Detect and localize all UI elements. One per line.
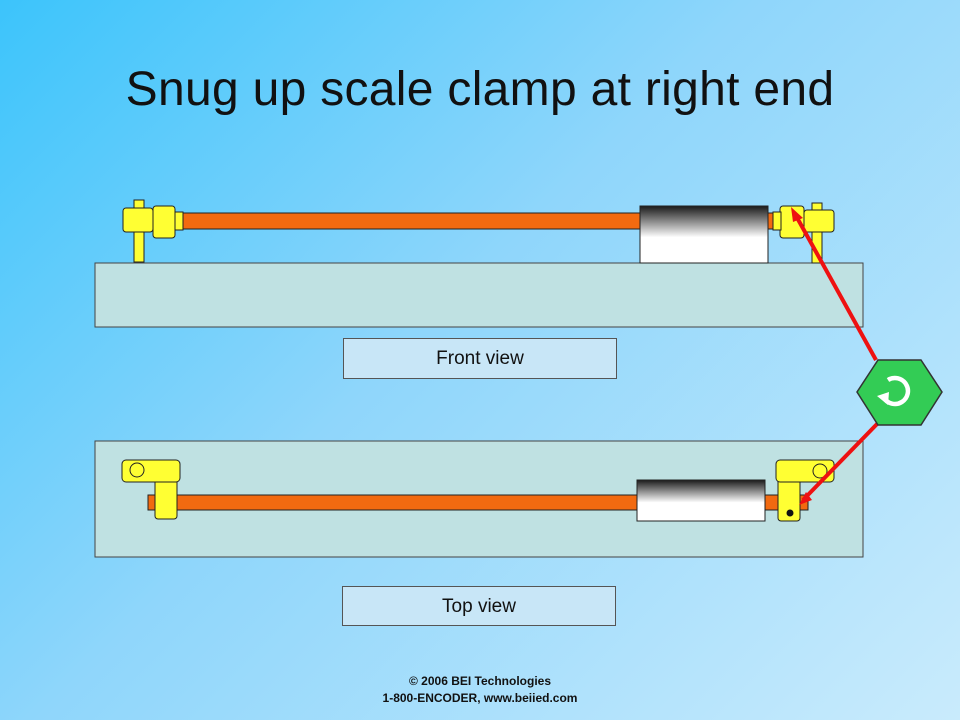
top-left-clamp [121, 459, 181, 520]
arrow-to-top-clamp [801, 421, 880, 502]
top-view-caption: Top view [342, 586, 616, 626]
top-readhead [636, 479, 766, 522]
slide-title: Snug up scale clamp at right end [125, 63, 835, 116]
footer-contact: 1-800-ENCODER, www.beiied.com [382, 691, 578, 705]
arrowhead-front [791, 207, 803, 222]
front-readhead [639, 205, 769, 264]
footer-copyright: © 2006 BEI Technologies [409, 674, 551, 688]
front-left-clamp [122, 199, 184, 263]
front-view-caption: Front view [343, 338, 617, 379]
top-right-clamp [775, 459, 835, 522]
clamp-hole [812, 463, 828, 479]
top-view [94, 440, 864, 558]
hex-tool[interactable] [856, 359, 943, 426]
tool-arrows [791, 207, 880, 505]
front-view [94, 199, 864, 328]
clamp-screw-dot [786, 509, 794, 517]
front-base [94, 262, 864, 328]
rotate-arrow-icon [877, 375, 911, 407]
arrow-to-front-clamp [793, 213, 878, 361]
clamp-hole [129, 462, 145, 478]
arrowhead-top [799, 492, 812, 505]
